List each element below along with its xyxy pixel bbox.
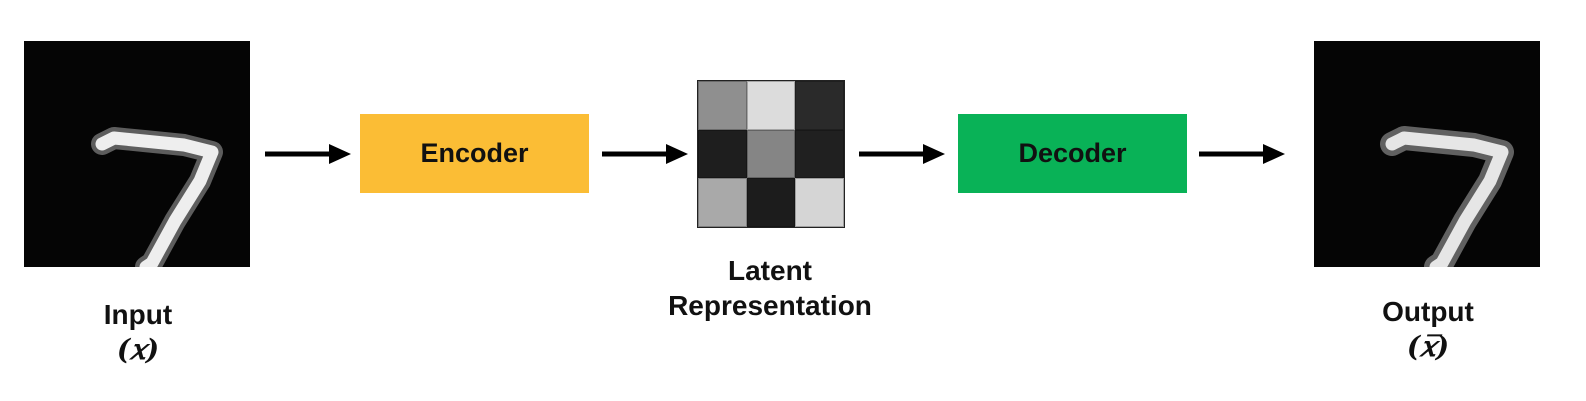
latent-cell bbox=[746, 178, 796, 227]
input-image bbox=[24, 41, 250, 267]
output-label-symbol: (𝑥̅) bbox=[1406, 330, 1450, 363]
latent-cell bbox=[698, 178, 747, 227]
arrow-encoder-to-latent bbox=[602, 142, 688, 166]
output-label: Output (𝑥̅) bbox=[1348, 294, 1508, 364]
output-label-title: Output bbox=[1382, 296, 1474, 327]
latent-cell bbox=[746, 129, 796, 179]
latent-cell bbox=[746, 81, 796, 130]
digit-seven-input bbox=[91, 127, 223, 267]
arrow-latent-to-decoder bbox=[859, 142, 945, 166]
encoder-block: Encoder bbox=[360, 114, 589, 193]
arrow-decoder-to-output bbox=[1199, 142, 1285, 166]
latent-cell bbox=[795, 81, 844, 130]
decoder-block: Decoder bbox=[958, 114, 1187, 193]
input-label-title: Input bbox=[103, 299, 173, 330]
encoder-label: Encoder bbox=[420, 138, 529, 168]
latent-grid bbox=[697, 80, 845, 228]
latent-cell bbox=[698, 81, 747, 130]
latent-cell bbox=[795, 129, 844, 179]
decoder-label: Decoder bbox=[1018, 138, 1127, 168]
digit-seven-output bbox=[1380, 126, 1514, 267]
input-label-symbol: (𝑥) bbox=[116, 333, 160, 366]
latent-label-line1: Latent bbox=[728, 255, 812, 286]
latent-label: Latent Representation bbox=[620, 253, 920, 323]
input-label: Input (𝑥) bbox=[58, 297, 218, 367]
latent-label-line2: Representation bbox=[668, 290, 872, 321]
latent-cell bbox=[795, 178, 844, 227]
arrow-input-to-encoder bbox=[265, 142, 351, 166]
output-image bbox=[1314, 41, 1540, 267]
latent-cell bbox=[698, 129, 747, 179]
